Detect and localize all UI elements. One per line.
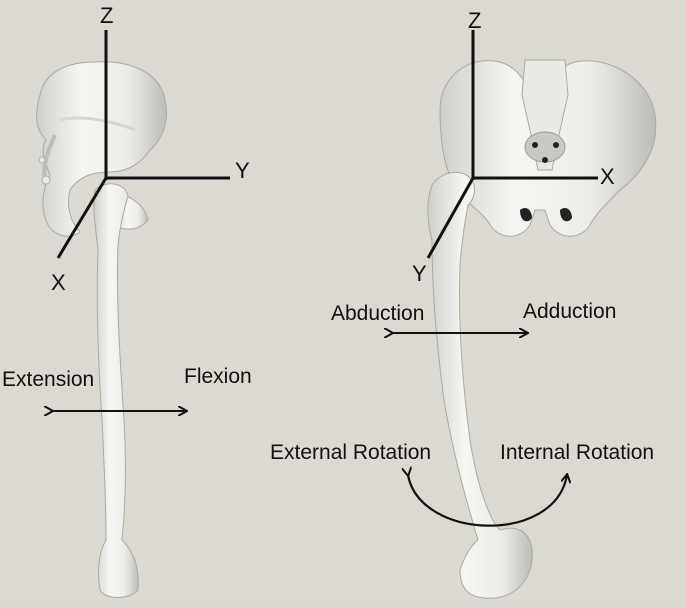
- left-x-label: X: [51, 270, 66, 295]
- internal-rotation-label: Internal Rotation: [500, 441, 655, 464]
- right-axes: [426, 30, 598, 259]
- left-z-label: Z: [100, 3, 114, 28]
- right-x-label: X: [600, 164, 615, 189]
- rotation-arrow: [408, 475, 567, 527]
- left-femur: [93, 183, 139, 598]
- right-pelvis: [439, 59, 657, 237]
- left-pelvis: [36, 61, 167, 237]
- left-axes: [56, 30, 230, 259]
- left-y-label: Y: [235, 158, 250, 183]
- external-rotation-label: External Rotation: [270, 441, 432, 464]
- right-z-label: Z: [468, 8, 482, 33]
- left-x-axis: [56, 177, 108, 259]
- flexion-label: Flexion: [184, 365, 252, 388]
- right-y-axis: [426, 177, 475, 259]
- adduction-label: Adduction: [523, 300, 617, 323]
- extension-label: Extension: [2, 368, 95, 391]
- abduction-label: Abduction: [331, 302, 425, 325]
- right-y-label: Y: [412, 261, 427, 286]
- right-femur: [427, 171, 533, 599]
